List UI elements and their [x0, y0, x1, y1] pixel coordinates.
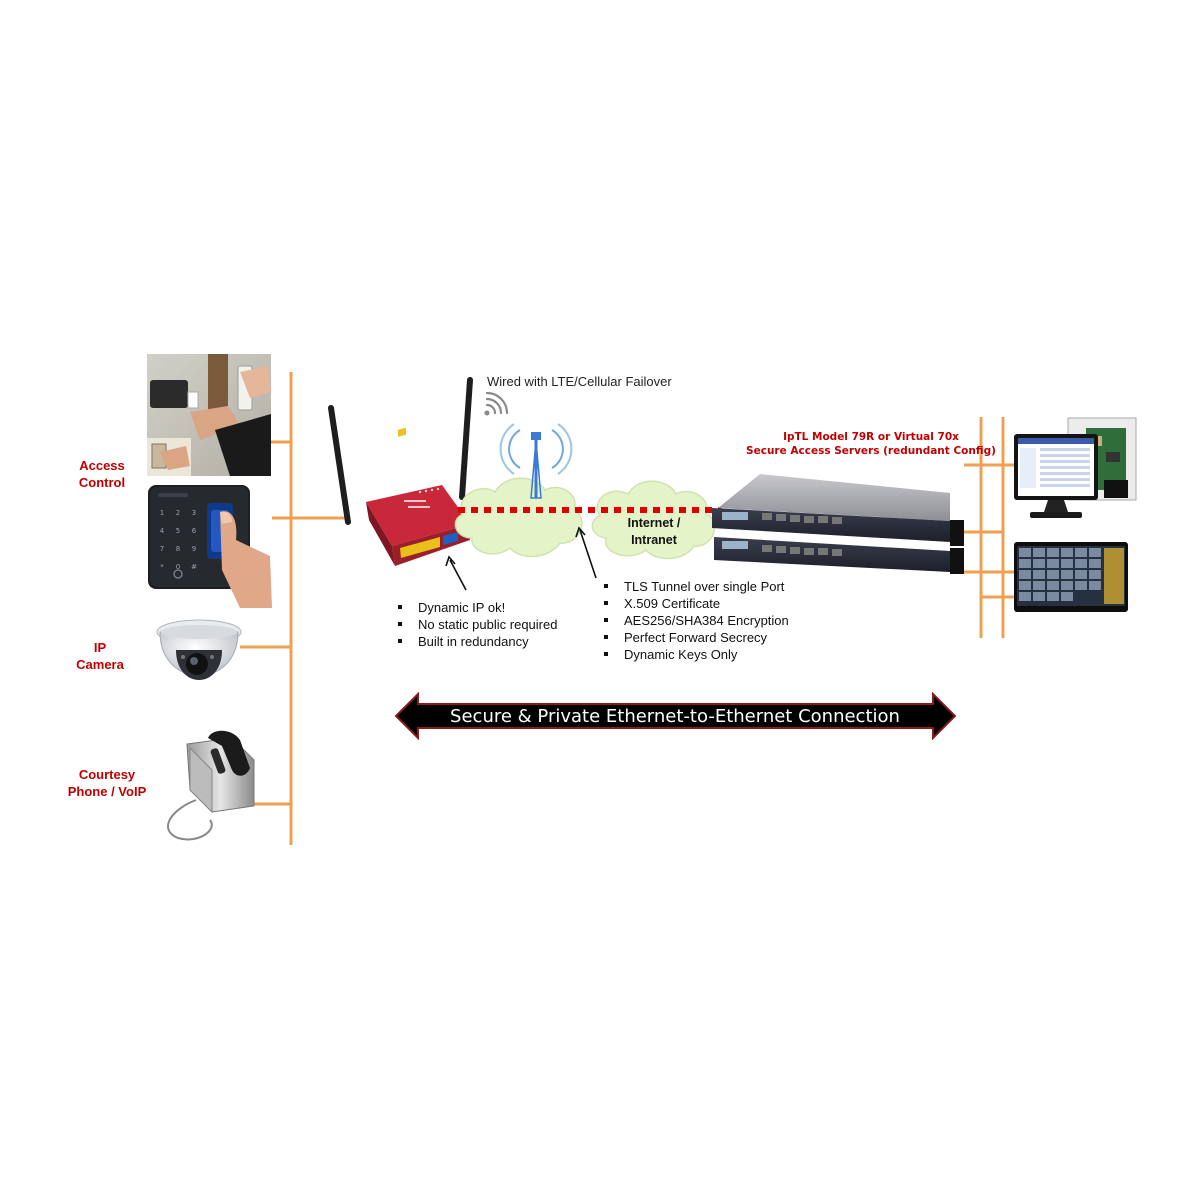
list-item: Built in redundancy: [396, 633, 596, 650]
cloud-icon: [591, 480, 716, 560]
list-item: Perfect Forward Secrecy: [602, 629, 832, 646]
server-title-line1: IpTL Model 79R or Virtual 70x: [783, 431, 959, 443]
svg-text:5: 5: [176, 527, 180, 535]
ip-camera-label: IP Camera: [76, 640, 124, 672]
connection-banner-arrow: [394, 691, 957, 741]
svg-text:7: 7: [160, 545, 164, 553]
svg-text:8: 8: [176, 545, 180, 553]
rack-server-icon: [712, 474, 964, 546]
tunnel-features-list: TLS Tunnel over single Port X.509 Certif…: [602, 578, 832, 663]
monitor-access-software-icon: [1014, 434, 1098, 518]
list-item: Dynamic IP ok!: [396, 599, 596, 616]
control-panel-icon: [1067, 417, 1137, 501]
courtesy-phone-label: Courtesy Phone / VoIP: [67, 767, 147, 799]
svg-text:3: 3: [192, 509, 196, 517]
server-title-line2: Secure Access Servers (redundant Config): [746, 445, 996, 457]
tunnel-pointer-arrow: [575, 526, 597, 579]
access-card-reader-icon: [147, 354, 271, 476]
svg-text:0: 0: [176, 563, 180, 571]
svg-text:4: 4: [160, 527, 165, 535]
svg-text:#: #: [191, 563, 197, 571]
list-item: AES256/SHA384 Encryption: [602, 612, 832, 629]
cloud-icon: [454, 477, 583, 558]
router-icon: [328, 377, 473, 566]
router-features-list: Dynamic IP ok! No static public required…: [396, 599, 596, 650]
cell-tower-icon: [499, 423, 573, 499]
list-item: TLS Tunnel over single Port: [602, 578, 832, 595]
connection-banner-text: Secure & Private Ethernet-to-Ethernet Co…: [450, 706, 900, 727]
rack-server-icon: [714, 537, 964, 574]
cloud-internet-label: Internet / Intranet: [627, 516, 681, 547]
svg-text:6: 6: [192, 527, 197, 535]
right-ethernet-bus: [964, 417, 1017, 638]
list-item: No static public required: [396, 616, 596, 633]
list-item: Dynamic Keys Only: [602, 646, 832, 663]
svg-text:2: 2: [176, 509, 180, 517]
svg-text:*: *: [160, 563, 164, 571]
list-item: X.509 Certificate: [602, 595, 832, 612]
courtesy-phone-icon: [167, 730, 255, 841]
access-control-label: Access Control: [78, 458, 126, 490]
svg-text:9: 9: [192, 545, 196, 553]
router-pointer-arrow: [445, 555, 467, 591]
wired-failover-caption: Wired with LTE/Cellular Failover: [487, 374, 672, 389]
svg-text:1: 1: [160, 509, 164, 517]
monitor-video-wall-icon: [1014, 542, 1128, 612]
server-title: IpTL Model 79R or Virtual 70x Secure Acc…: [740, 430, 1002, 458]
dome-camera-icon: [156, 619, 242, 680]
wireless-signal-icon: [484, 391, 509, 416]
keypad-fingerprint-icon: 1 2 3 4 5 6 7 8 9 * 0 #: [148, 485, 272, 608]
